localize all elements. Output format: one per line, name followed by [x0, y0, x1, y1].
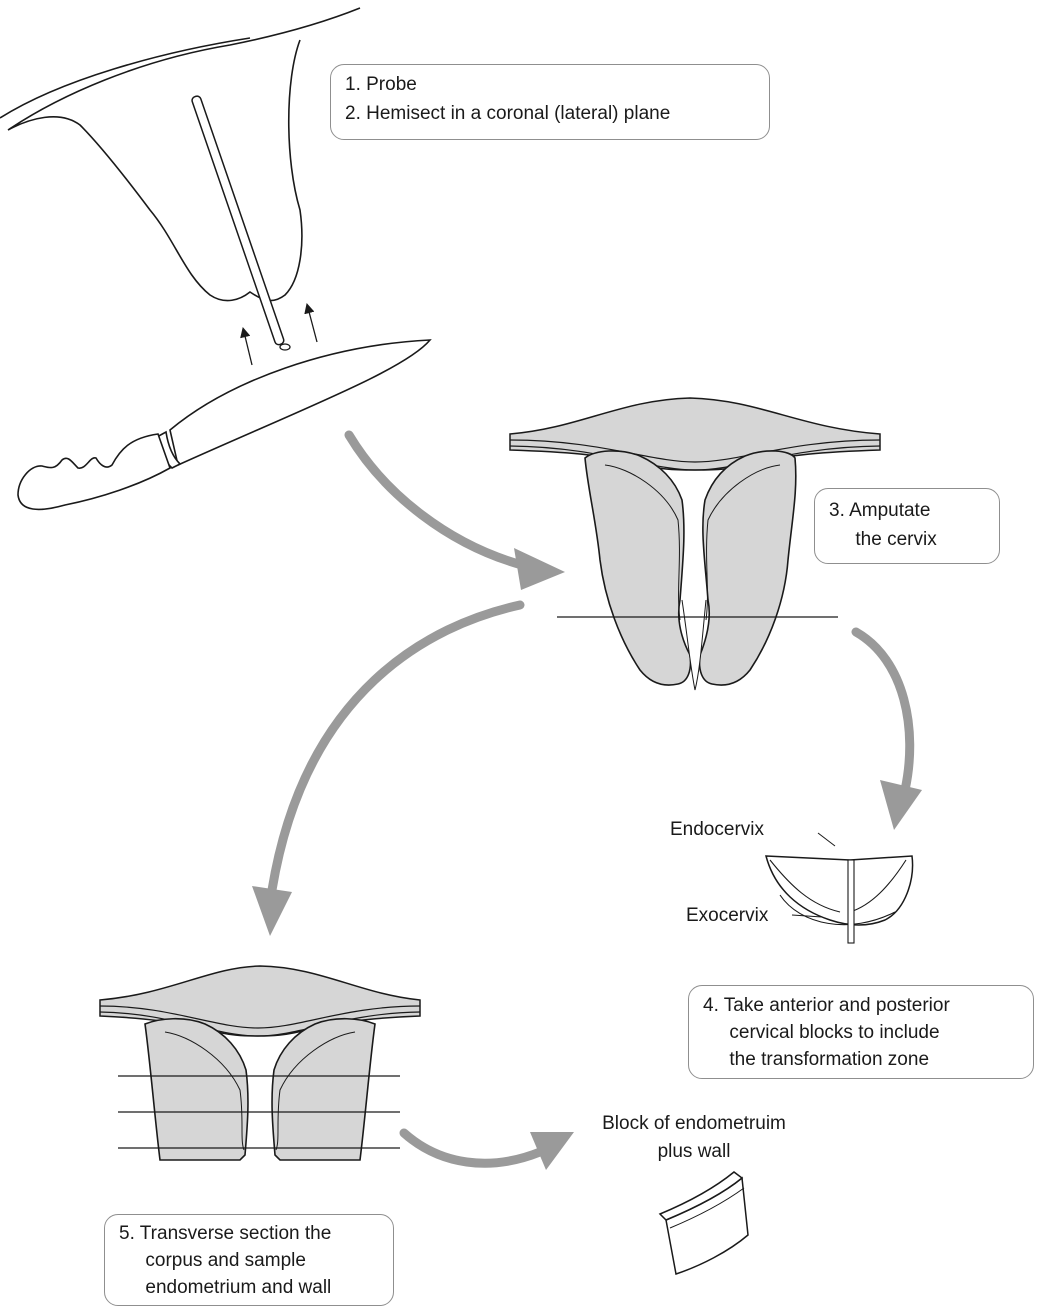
cut-direction-arrow-right: [308, 308, 317, 342]
step-4-text-line2: cervical blocks to include: [703, 1021, 1019, 1044]
right-uterine-wall-lower: [272, 1019, 375, 1160]
probe-tip: [280, 344, 290, 350]
block-label-line1: Block of endometruim: [578, 1112, 810, 1135]
endocervix-leader: [818, 833, 835, 846]
step-5-text-line2: corpus and sample: [119, 1249, 379, 1272]
step-4-text-line1: 4. Take anterior and posterior: [703, 994, 1019, 1017]
step-1-2-box: 1. Probe 2. Hemisect in a coronal (later…: [330, 64, 770, 140]
arrowhead-to-cervix: [880, 780, 922, 830]
step-1-text: 1. Probe: [345, 73, 755, 96]
probe-rod: [191, 95, 285, 346]
step-3-text-line1: 3. Amputate: [829, 499, 985, 522]
arrowhead-to-step5: [252, 886, 292, 936]
step-2-text: 2. Hemisect in a coronal (lateral) plane: [345, 102, 755, 125]
flow-arrow-to-cervix: [856, 632, 910, 790]
endometrium-wall-block: [660, 1172, 748, 1274]
arrowhead-to-step3: [514, 548, 565, 590]
cervical-canal-strip: [848, 860, 854, 943]
block-label-line2: plus wall: [578, 1140, 810, 1163]
left-uterine-wall: [585, 451, 691, 685]
uterus-outline: [8, 8, 360, 301]
step-3-text-line2: the cervix: [829, 528, 985, 551]
step-4-box: 4. Take anterior and posterior cervical …: [688, 985, 1034, 1079]
flow-arrow-to-step3: [349, 435, 522, 565]
amputated-cervix: [766, 833, 913, 943]
flow-arrow-to-block: [404, 1133, 540, 1163]
step-4-text-line3: the transformation zone: [703, 1048, 1019, 1071]
exocervix-label: Exocervix: [686, 904, 768, 927]
step-5-text-line1: 5. Transverse section the: [119, 1222, 379, 1245]
coronal-uterus-lower: [100, 966, 420, 1160]
right-uterine-wall: [700, 451, 796, 685]
knife-handle: [18, 434, 170, 509]
endocervix-label: Endocervix: [670, 818, 764, 841]
step-5-box: 5. Transverse section the corpus and sam…: [104, 1214, 394, 1306]
uterus-fold-line: [0, 38, 250, 118]
cut-direction-arrow-left: [244, 332, 252, 365]
flow-arrow-to-step5: [272, 605, 520, 890]
step-5-text-line3: endometrium and wall: [119, 1276, 379, 1299]
knife-blade: [170, 340, 430, 465]
fundus-serosa-fill: [510, 398, 880, 470]
step-3-box: 3. Amputate the cervix: [814, 488, 1000, 564]
left-uterine-wall-lower: [145, 1019, 248, 1160]
